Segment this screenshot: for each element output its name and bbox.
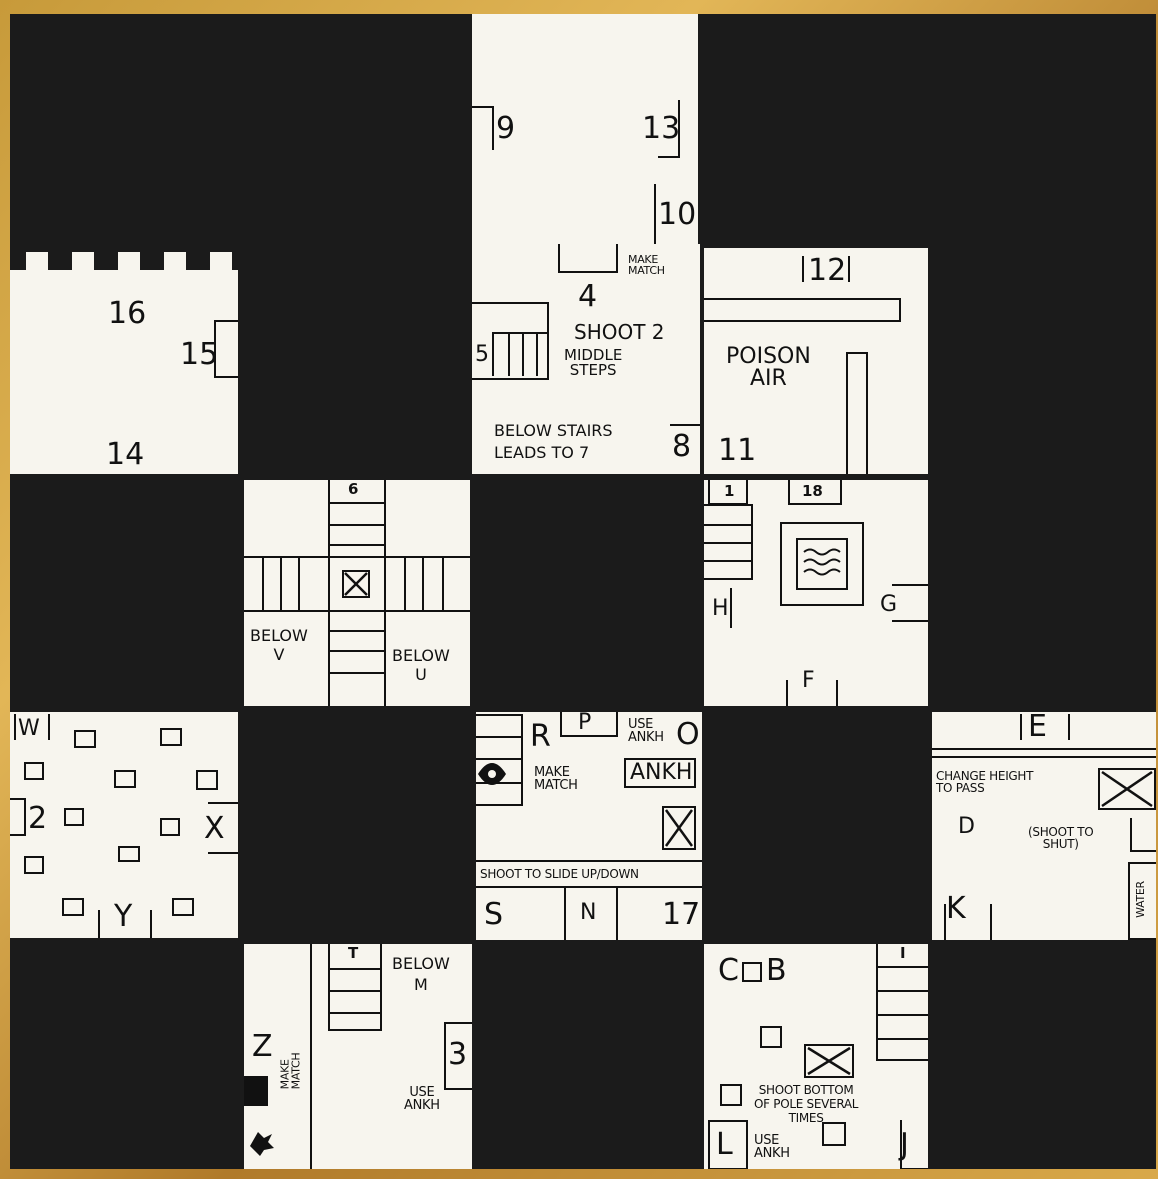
label-d: D [958, 816, 975, 838]
room-bottomleft: T BELOW M Z MAKE MATCH 3 USE ANKH [244, 944, 472, 1169]
shoot-shut-note: (SHOOT TO SHUT) [1028, 826, 1093, 850]
label-14: 14 [106, 440, 144, 470]
ledge-4 [558, 244, 618, 273]
map-board: 9 13 10 16 15 14 4 MAKE MATCH 5 [10, 14, 1156, 1169]
block [720, 1084, 742, 1106]
label-f: F [802, 670, 815, 692]
poison-air-note: POISON AIR [726, 346, 811, 390]
label-w: W [18, 718, 40, 740]
label-j: J [900, 1130, 909, 1160]
block [160, 818, 180, 836]
water-note: WATER [1135, 881, 1146, 918]
room-bottomright: C B I SHOOT BOTTOM OF POLE SEVERAL TIMES… [704, 944, 928, 1169]
label-10: 10 [658, 200, 696, 230]
label-x: X [204, 814, 225, 844]
room-castle: 16 15 14 [10, 244, 238, 474]
label-13: 13 [642, 114, 680, 144]
creature-icon [244, 944, 472, 1169]
pillar [846, 352, 868, 474]
block [160, 728, 182, 746]
label-2: 2 [28, 804, 47, 834]
use-ankh-note-3: USE ANKH [754, 1134, 790, 1160]
label-l: L [716, 1130, 733, 1160]
label-4: 4 [578, 282, 597, 312]
label-h: H [712, 598, 729, 620]
beam [704, 298, 901, 322]
room-stairs: 4 MAKE MATCH 5 SHOOT 2 MIDDLE STEPS BELO… [472, 244, 700, 474]
shoot-bottom-note: SHOOT BOTTOM OF POLE SEVERAL TIMES [754, 1084, 858, 1125]
block [114, 770, 136, 788]
label-8: 8 [672, 432, 691, 462]
shoot-slide-note: SHOOT TO SLIDE UP/DOWN [480, 868, 639, 880]
label-12: 12 [808, 256, 846, 286]
block [24, 856, 44, 874]
room-yard: W 2 X Y [10, 712, 238, 938]
make-match-note: MAKE MATCH [628, 254, 665, 276]
shoot-2-note: SHOOT 2 [574, 322, 665, 342]
label-11: 11 [718, 436, 756, 466]
label-16: 16 [108, 299, 146, 329]
below-v-note: BELOW V [250, 626, 308, 664]
label-k: K [946, 894, 966, 924]
block [24, 762, 44, 780]
block [196, 770, 218, 790]
block [172, 898, 194, 916]
label-15: 15 [180, 340, 218, 370]
label-n: N [580, 902, 596, 924]
room-poison: 12 POISON AIR 11 [704, 248, 928, 474]
label-y: Y [114, 902, 132, 932]
label-17: 17 [662, 900, 700, 930]
label-g: G [880, 594, 897, 616]
battlement [10, 244, 238, 274]
below-stairs-note: BELOW STAIRS LEADS TO 7 [494, 420, 613, 465]
block [64, 808, 84, 826]
room-height: E CHANGE HEIGHT TO PASS D (SHOOT TO SHUT… [932, 712, 1156, 940]
label-9: 9 [496, 114, 515, 144]
block [118, 846, 140, 862]
below-u-note: BELOW U [392, 646, 450, 684]
room-top: 9 13 10 [472, 14, 698, 244]
room-pool: 1 18 H G F [704, 480, 928, 706]
label-5: 5 [475, 344, 489, 366]
middle-steps-note: MIDDLE STEPS [564, 348, 622, 378]
room-cross: 6 BELOW V BELOW U [244, 480, 470, 706]
block [74, 730, 96, 748]
block [822, 1122, 846, 1146]
room-ankh: R P USE ANKH O MAKE MATCH ANKH SHOOT TO … [476, 712, 702, 940]
block [62, 898, 84, 916]
label-s: S [484, 900, 503, 930]
